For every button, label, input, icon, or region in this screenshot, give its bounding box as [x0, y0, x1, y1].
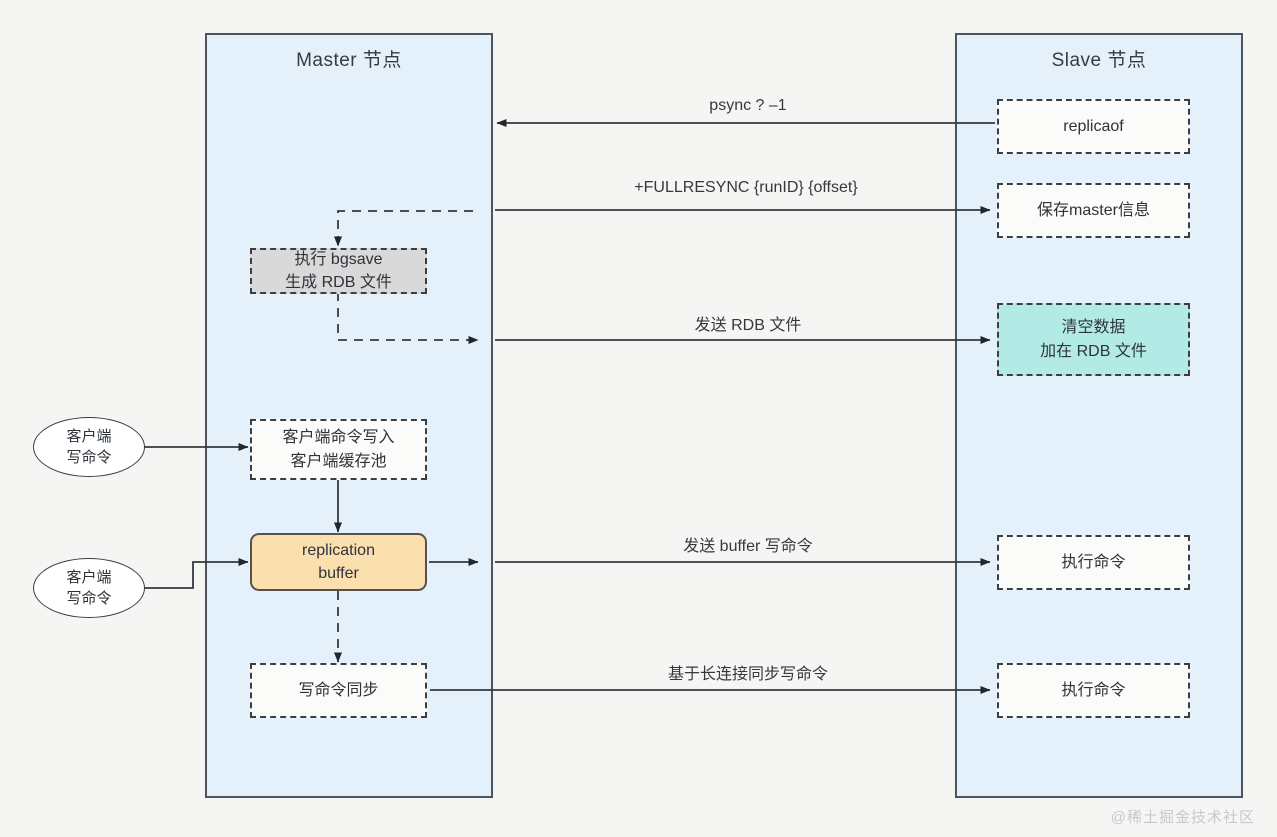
watermark: @稀土掘金技术社区 — [1110, 809, 1255, 826]
edge-trigger-bgsave — [334, 210, 473, 247]
edge-label-psync: psync ? –1 — [709, 97, 787, 114]
node-replication-buffer[interactable]: replication buffer — [250, 533, 427, 591]
edge-label-fullresync: +FULLRESYNC {runID} {offset} — [634, 179, 858, 196]
node-save-master-info[interactable]: 保存master信息 — [997, 183, 1190, 238]
node-clear-data-load-rdb[interactable]: 清空数据 加在 RDB 文件 — [997, 303, 1190, 376]
node-replicaof[interactable]: replicaof — [997, 99, 1190, 154]
master-panel-title: Master 节点 — [296, 50, 402, 71]
edge-label-send-rdb: 发送 RDB 文件 — [694, 317, 802, 334]
client-write-command-1[interactable]: 客户端 写命令 — [33, 417, 145, 477]
slave-panel-title: Slave 节点 — [1051, 50, 1147, 71]
node-client-command-buffer[interactable]: 客户端命令写入 客户端缓存池 — [250, 419, 427, 480]
node-write-command-sync[interactable]: 写命令同步 — [250, 663, 427, 718]
node-exec-command-1[interactable]: 执行命令 — [997, 535, 1190, 590]
edge-bgsave-to-rdb — [337, 292, 479, 344]
node-bgsave[interactable]: 执行 bgsave 生成 RDB 文件 — [250, 248, 427, 294]
client-write-command-2[interactable]: 客户端 写命令 — [33, 558, 145, 618]
edge-label-long-connection: 基于长连接同步写命令 — [667, 666, 829, 683]
edge-label-send-buffer: 发送 buffer 写命令 — [683, 538, 813, 555]
edge-client2-to-replbuffer — [144, 558, 249, 589]
node-exec-command-2[interactable]: 执行命令 — [997, 663, 1190, 718]
